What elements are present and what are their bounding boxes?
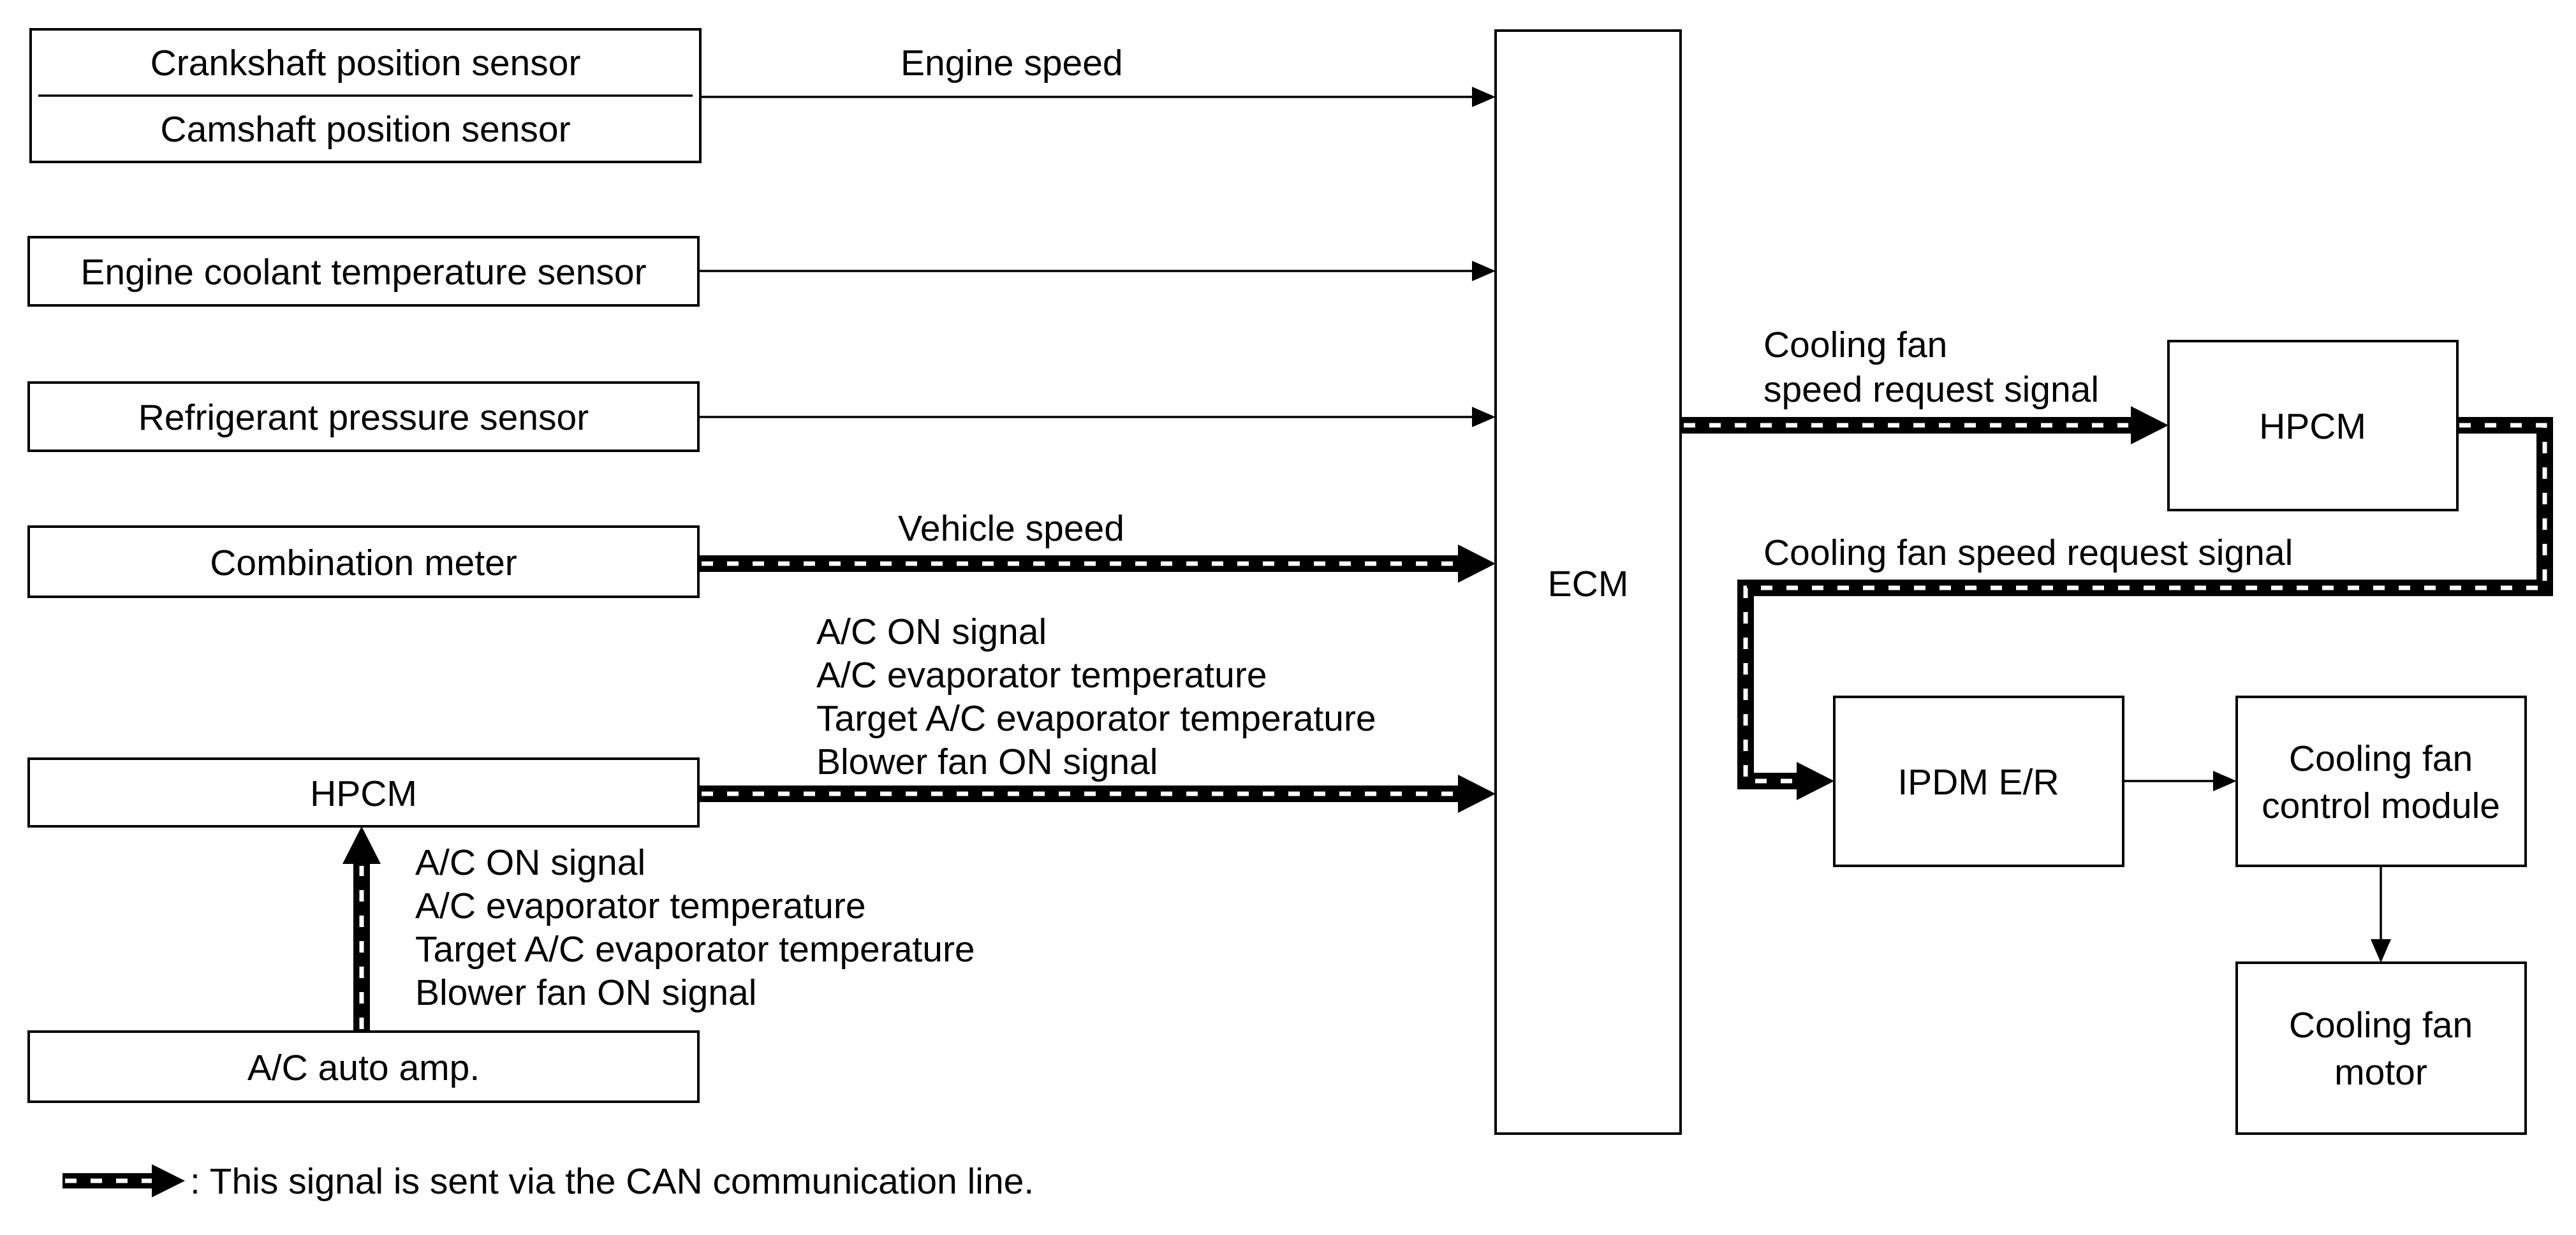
hpcm-to-ipdm-label: Cooling fan speed request signal: [1763, 532, 2293, 573]
ipdm-box: IPDM E/R: [1833, 696, 2124, 867]
hpcm-signal-blower-fan: Blower fan ON signal: [816, 742, 1158, 782]
ac-auto-amp-box: A/C auto amp.: [27, 1030, 700, 1103]
crankshaft-sensor-label: Crankshaft position sensor: [151, 43, 581, 84]
amp-signal-target-evap-temp: Target A/C evaporator temperature: [415, 929, 975, 970]
engine-speed-arrow: [700, 87, 1496, 107]
hpcm-signal-evap-temp: A/C evaporator temperature: [816, 655, 1267, 696]
ecm-label: ECM: [1548, 564, 1629, 604]
combination-meter-label: Combination meter: [210, 543, 517, 583]
camshaft-sensor-label: Camshaft position sensor: [160, 109, 570, 150]
cooling-fan-control-module-box: Cooling fan control module: [2235, 696, 2527, 867]
vehicle-speed-can-arrow: [698, 544, 1496, 583]
hpcm-right-label: HPCM: [2259, 406, 2366, 447]
crank-cam-sensor-box: Crankshaft position sensor Camshaft posi…: [29, 28, 702, 163]
hpcm-left-box: HPCM: [27, 757, 700, 828]
refrigerant-sensor-label: Refrigerant pressure sensor: [138, 397, 589, 438]
engine-speed-label: Engine speed: [901, 43, 1123, 84]
combination-meter-box: Combination meter: [27, 525, 700, 598]
ipdm-label: IPDM E/R: [1897, 762, 2059, 803]
ecm-box: ECM: [1494, 29, 1682, 1135]
cooling-fan-motor-box: Cooling fan motor: [2235, 961, 2527, 1135]
hpcm-signal-target-evap-temp: Target A/C evaporator temperature: [816, 698, 1376, 739]
ecm-to-hpcm-label-line2: speed request signal: [1763, 369, 2099, 410]
fan-module-to-motor-arrow: [2371, 866, 2391, 963]
ecm-to-hpcm-label-line1: Cooling fan: [1763, 325, 1947, 365]
ac-auto-amp-label: A/C auto amp.: [247, 1048, 480, 1088]
can-legend-text: : This signal is sent via the CAN commun…: [190, 1161, 1034, 1202]
hpcm-to-ecm-signal-labels: A/C ON signal A/C evaporator temperature…: [816, 611, 1376, 782]
hpcm-signal-ac-on: A/C ON signal: [816, 611, 1047, 652]
amp-signal-ac-on: A/C ON signal: [415, 842, 645, 883]
fan-control-module-label-line2: control module: [2262, 786, 2500, 826]
can-line-legend: : This signal is sent via the CAN commun…: [63, 1161, 1034, 1202]
can-legend-arrow-icon: [63, 1164, 185, 1197]
coolant-temp-arrow: [698, 261, 1496, 281]
amp-to-hpcm-signal-labels: A/C ON signal A/C evaporator temperature…: [415, 842, 975, 1013]
coolant-temp-sensor-label: Engine coolant temperature sensor: [80, 252, 646, 293]
hpcm-left-label: HPCM: [310, 773, 417, 814]
hpcm-to-ecm-can-arrow: [698, 775, 1496, 813]
amp-signal-blower-fan: Blower fan ON signal: [415, 972, 756, 1013]
hpcm-right-box: HPCM: [2167, 340, 2459, 511]
ecm-to-hpcm-can-arrow: [1681, 406, 2168, 444]
hpcm-to-ipdm-can-arrow: [1737, 417, 2553, 800]
refrigerant-pressure-arrow: [698, 407, 1496, 427]
amp-signal-evap-temp: A/C evaporator temperature: [415, 886, 866, 926]
amp-to-hpcm-can-arrow: [342, 826, 381, 1032]
fan-control-module-label-line1: Cooling fan: [2289, 738, 2473, 779]
coolant-temp-sensor-box: Engine coolant temperature sensor: [27, 236, 700, 307]
refrigerant-sensor-box: Refrigerant pressure sensor: [27, 381, 700, 452]
fan-motor-label-line2: motor: [2334, 1052, 2427, 1093]
ipdm-to-fan-module-arrow: [2123, 771, 2237, 791]
fan-motor-label-line1: Cooling fan: [2289, 1005, 2473, 1046]
vehicle-speed-label: Vehicle speed: [898, 508, 1124, 549]
